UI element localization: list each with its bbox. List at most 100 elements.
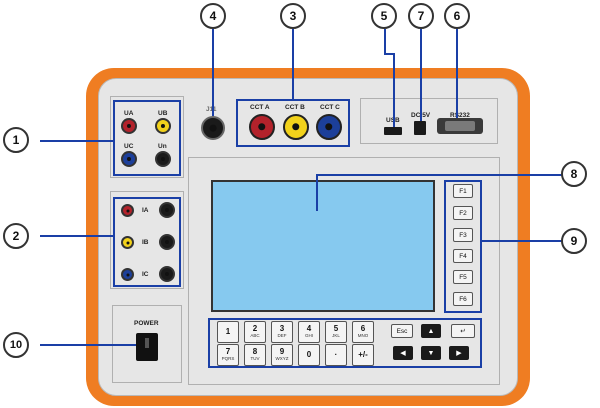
display-area (188, 157, 500, 385)
key-plus-minus[interactable]: +/- (352, 344, 374, 366)
leader-line-10 (40, 344, 136, 346)
label-cct-a: CCT A (250, 104, 270, 111)
callout-2: 2 (3, 223, 29, 249)
leader-line-1 (40, 140, 113, 142)
enter-icon[interactable]: ↵ (451, 324, 475, 338)
label-ub: UB (158, 110, 168, 117)
label-ib: IB (142, 239, 149, 246)
leader-line-5c (393, 53, 395, 127)
key-0-label: 0 (306, 349, 312, 359)
label-usb: USB (386, 117, 400, 124)
jack-cct-c[interactable] (316, 114, 342, 140)
key-esc[interactable]: Esc (391, 324, 413, 338)
rs232-port[interactable] (437, 118, 483, 134)
power-switch[interactable] (136, 333, 158, 361)
voltage-inputs-group (113, 100, 181, 176)
key-4-sub: GHI (304, 333, 313, 339)
jack-j11[interactable] (201, 116, 225, 140)
label-cct-c: CCT C (320, 104, 340, 111)
key-3-sub: DEF (277, 333, 287, 339)
key-4-label: 4 (306, 324, 312, 334)
key-8-label: 8 (252, 347, 258, 357)
key-9-label: 9 (279, 347, 285, 357)
jack-ua[interactable] (121, 118, 137, 134)
leader-line-7 (420, 29, 422, 121)
callout-8: 8 (561, 161, 587, 187)
key-f2[interactable]: F2 (453, 206, 473, 220)
key-5-sub: JKL (332, 333, 340, 339)
label-cct-b: CCT B (285, 104, 305, 111)
callout-4: 4 (200, 3, 226, 29)
leader-line-8b (316, 174, 567, 176)
callout-5: 5 (371, 3, 397, 29)
key-0[interactable]: 0 (298, 344, 320, 366)
leader-line-5a (384, 29, 386, 54)
callout-3: 3 (280, 3, 306, 29)
arrow-left-icon[interactable]: ◀ (393, 346, 413, 360)
key-f4[interactable]: F4 (453, 249, 473, 263)
label-j11: J11 (206, 106, 217, 113)
key-dot-label: · (334, 349, 338, 359)
jack-cct-a[interactable] (249, 114, 275, 140)
key-dot[interactable]: · (325, 344, 347, 366)
key-8-sub: TUV (250, 356, 260, 362)
usb-port[interactable] (384, 127, 402, 135)
jack-cct-b[interactable] (283, 114, 309, 140)
jack-ub[interactable] (155, 118, 171, 134)
jack-ia-in[interactable] (121, 204, 134, 217)
current-inputs-group (113, 197, 181, 287)
voltage-area (110, 96, 184, 178)
label-un: Un (158, 143, 167, 150)
key-9-sub: WXYZ (275, 356, 289, 362)
key-1-label: 1 (225, 326, 231, 336)
key-3-label: 3 (279, 324, 285, 334)
jack-ib-out[interactable] (159, 234, 175, 250)
callout-7: 7 (408, 3, 434, 29)
power-label: POWER (134, 320, 159, 327)
callout-9: 9 (561, 228, 587, 254)
key-plus-minus-label: +/- (358, 349, 368, 359)
label-rs232: RS232 (450, 112, 470, 119)
current-area (110, 191, 184, 289)
jack-ia-out[interactable] (159, 202, 175, 218)
label-ic: IC (142, 271, 149, 278)
ports-area (360, 98, 498, 144)
leader-line-4 (212, 29, 214, 116)
key-1[interactable]: 1 (217, 321, 239, 343)
label-ia: IA (142, 207, 149, 214)
jack-ib-in[interactable] (121, 236, 134, 249)
key-f6[interactable]: F6 (453, 292, 473, 306)
function-keys-group (444, 180, 482, 313)
jack-un[interactable] (155, 151, 171, 167)
leader-line-9 (482, 240, 574, 242)
arrow-right-icon[interactable]: ▶ (449, 346, 469, 360)
key-2-sub: ABC (250, 333, 260, 339)
arrow-down-icon[interactable]: ▼ (421, 346, 441, 360)
key-f5[interactable]: F5 (453, 270, 473, 284)
key-2-label: 2 (252, 324, 258, 334)
key-5-label: 5 (333, 324, 339, 334)
jack-ic-out[interactable] (159, 266, 175, 282)
callout-10: 10 (3, 332, 29, 358)
label-ua: UA (124, 110, 134, 117)
key-7-sub: PQRS (221, 356, 235, 362)
key-6-sub: MNO (357, 333, 369, 339)
dc-port[interactable] (414, 121, 426, 135)
jack-ic-in[interactable] (121, 268, 134, 281)
key-f3[interactable]: F3 (453, 228, 473, 242)
key-7-label: 7 (225, 347, 231, 357)
keypad-group (208, 318, 482, 368)
jack-uc[interactable] (121, 151, 137, 167)
key-6-label: 6 (360, 324, 366, 334)
lcd-screen (211, 180, 435, 312)
key-f1[interactable]: F1 (453, 184, 473, 198)
arrow-up-icon[interactable]: ▲ (421, 324, 441, 338)
